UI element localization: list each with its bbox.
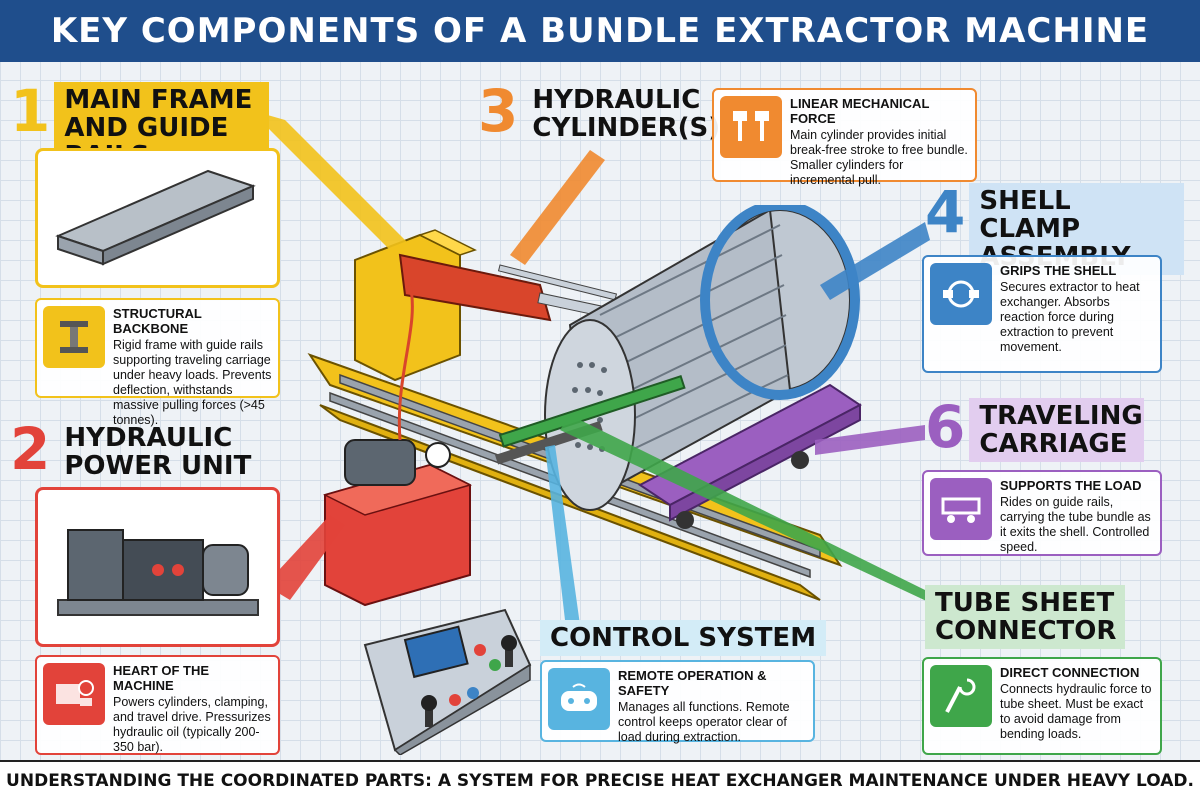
clamp-number: 4 (925, 178, 966, 246)
hydraulic-cylinder (398, 253, 552, 322)
power-header: 2 HYDRAULIC POWER UNIT (10, 420, 269, 484)
carriage-heading: SUPPORTS THE LOAD (1000, 478, 1142, 493)
connector-header: TUBE SHEET CONNECTOR (925, 585, 1125, 649)
engine-icon (57, 529, 259, 616)
engine-icon (43, 663, 105, 725)
pointer-power (265, 515, 345, 600)
pointer-connector (560, 415, 935, 605)
carriage-wheel (791, 451, 809, 469)
cylinder-text: Main cylinder provides initial break-fre… (790, 128, 968, 187)
cylinder-heading: LINEAR MECHANICAL FORCE (790, 96, 930, 126)
carriage-header: 6 TRAVELING CARRIAGE (925, 393, 1145, 462)
connector-heading: DIRECT CONNECTION (1000, 665, 1140, 680)
clamp-icon (930, 263, 992, 325)
carriage-text: Rides on guide rails, carrying the tube … (1000, 495, 1151, 554)
frame-text: Rigid frame with guide rails supporting … (113, 338, 272, 427)
footer-caption: UNDERSTANDING THE COORDINATED PARTS: A S… (6, 771, 1194, 791)
control-label: CONTROL SYSTEM (540, 620, 827, 656)
piston-icon (720, 96, 782, 158)
power-text: Powers cylinders, clamping, and travel d… (113, 695, 271, 754)
motor (344, 439, 416, 486)
carriage-wheel (676, 511, 694, 529)
machine-illustration (307, 205, 862, 607)
clamp-heading: GRIPS THE SHELL (1000, 263, 1117, 278)
connector-text: Connects hydraulic force to tube sheet. … (1000, 682, 1152, 741)
cylinder-label: HYDRAULIC CYLINDER(S) (532, 85, 721, 143)
power-panel (35, 487, 280, 647)
footer-bar: UNDERSTANDING THE COORDINATED PARTS: A S… (0, 760, 1200, 800)
gamepad-icon (548, 668, 610, 730)
control-pendant-illustration (363, 608, 532, 755)
support-tower (418, 229, 477, 256)
frame-panel (35, 148, 280, 288)
control-header: CONTROL SYSTEM (540, 620, 827, 656)
title-bar: KEY COMPONENTS OF A BUNDLE EXTRACTOR MAC… (0, 0, 1200, 62)
clamp-ring (700, 205, 860, 400)
pointer-clamp (820, 222, 930, 300)
control-heading: REMOTE OPERATION & SAFETY (618, 668, 767, 698)
carriage-description: SUPPORTS THE LOAD Rides on guide rails, c… (922, 470, 1162, 556)
i-beam-icon (55, 169, 256, 266)
frame-number: 1 (10, 77, 51, 145)
i-beam-icon (43, 306, 105, 368)
connector-description: DIRECT CONNECTION Connects hydraulic forc… (922, 657, 1162, 755)
page-title: KEY COMPONENTS OF A BUNDLE EXTRACTOR MAC… (50, 11, 1150, 51)
pressure-gauge (425, 442, 451, 468)
connector-label: TUBE SHEET CONNECTOR (925, 585, 1125, 649)
carriage-number: 6 (925, 393, 966, 461)
power-label: HYDRAULIC POWER UNIT (64, 423, 252, 481)
cylinder-header: 3 HYDRAULIC CYLINDER(S) (478, 77, 721, 146)
hook-bolt-icon (930, 665, 992, 727)
pointer-cylinder (510, 150, 605, 265)
clamp-text: Secures extractor to heat exchanger. Abs… (1000, 280, 1140, 354)
tube-sheet-connector (498, 375, 686, 448)
pointer-carriage (815, 425, 925, 455)
piston-rod (497, 264, 618, 301)
carriage-label: TRAVELING CARRIAGE (969, 398, 1145, 462)
frame-heading: STRUCTURAL BACKBONE (113, 306, 202, 336)
control-text: Manages all functions. Remote control ke… (618, 700, 790, 744)
cylinder-number: 3 (478, 77, 519, 145)
clamp-description: GRIPS THE SHELL Secures extractor to heat… (922, 255, 1162, 373)
power-heading: HEART OF THE MACHINE (113, 663, 210, 693)
cart-icon (930, 478, 992, 540)
power-number: 2 (10, 415, 51, 483)
hydraulic-hose (397, 284, 414, 441)
pointer-frame (250, 110, 410, 255)
pointer-control (545, 445, 580, 625)
